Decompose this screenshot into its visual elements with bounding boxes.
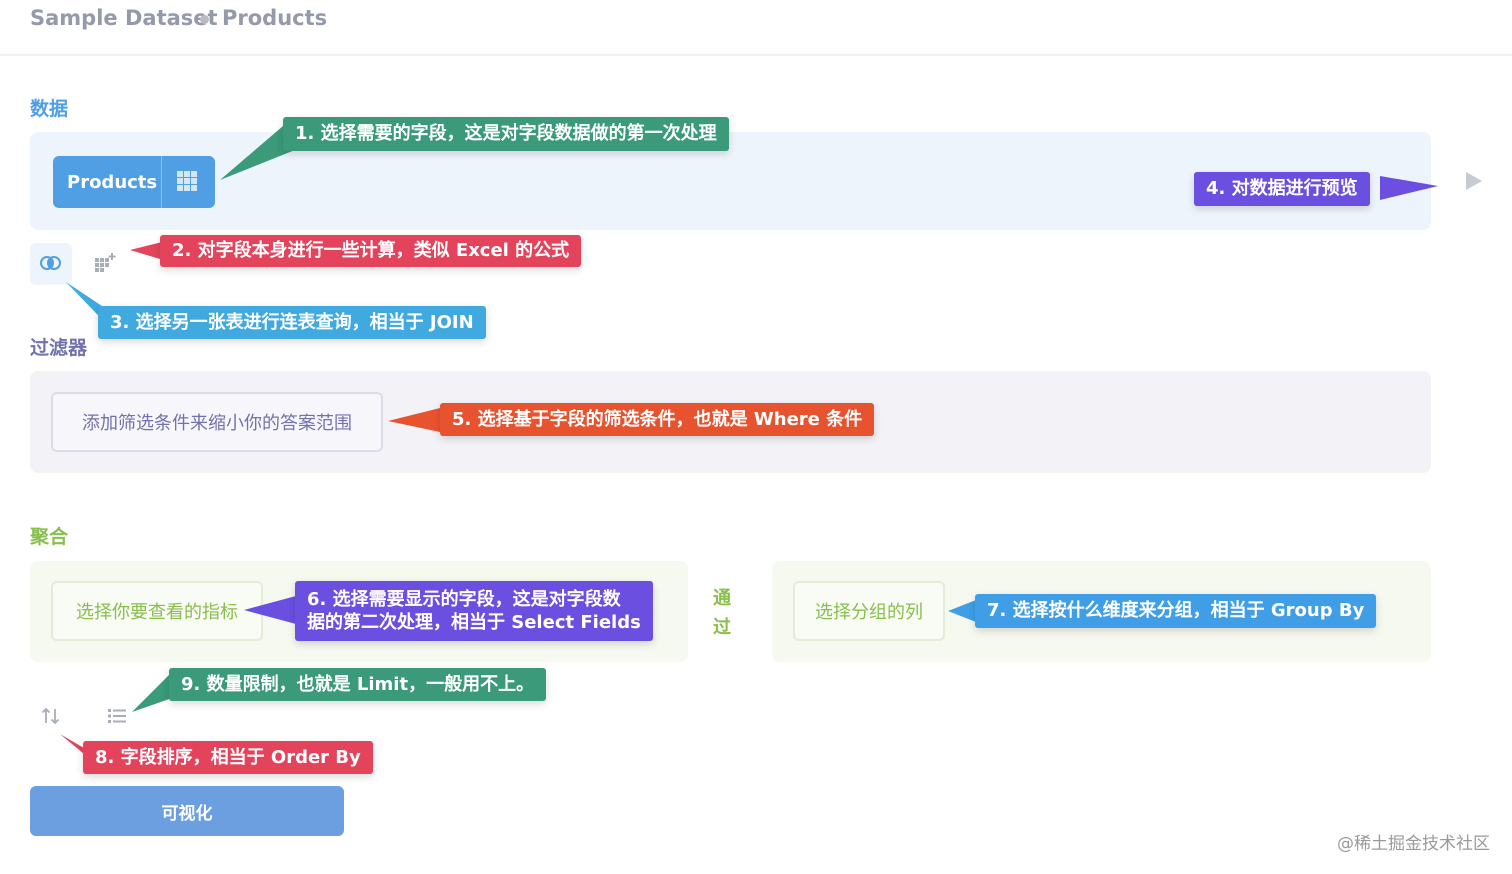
metric-picker[interactable]: 选择你要查看的指标 <box>51 581 263 641</box>
custom-column-icon <box>93 252 117 276</box>
header-bar: Sample Dataset Products <box>0 0 1512 56</box>
filter-add-button[interactable]: 添加筛选条件来缩小你的答案范围 <box>51 392 383 452</box>
custom-column-button[interactable] <box>92 253 118 275</box>
join-data-button[interactable] <box>30 243 72 285</box>
filter-section-title: 过滤器 <box>30 337 88 359</box>
callout-6-line1: 6. 选择需要显示的字段，这是对字段数 <box>307 588 621 610</box>
callout-6-tail <box>244 596 296 624</box>
callout-2: 2. 对字段本身进行一些计算，类似 Excel 的公式 <box>160 235 582 267</box>
callout-4: 4. 对数据进行预览 <box>1194 172 1370 206</box>
callout-6: 6. 选择需要显示的字段，这是对字段数 据的第二次处理，相当于 Select F… <box>295 581 653 641</box>
callout-9-tail <box>132 672 178 712</box>
summarize-section-title: 聚合 <box>30 526 69 548</box>
callout-7: 7. 选择按什么维度来分组，相当于 Group By <box>975 594 1377 628</box>
preview-play-icon[interactable] <box>1464 170 1484 192</box>
sort-icon <box>41 707 61 729</box>
data-table-label: Products <box>67 171 158 193</box>
callout-3: 3. 选择另一张表进行连表查询，相当于 JOIN <box>98 306 486 339</box>
breadcrumb-dataset[interactable]: Sample Dataset <box>30 6 218 30</box>
callout-6-line2: 据的第二次处理，相当于 Select Fields <box>307 612 641 633</box>
table-grid-icon[interactable] <box>177 171 197 196</box>
group-by-picker[interactable]: 选择分组的列 <box>793 581 945 641</box>
breadcrumb-separator <box>200 15 209 24</box>
data-section-title: 数据 <box>30 98 69 120</box>
callout-4-tail <box>1380 176 1438 200</box>
callout-5: 5. 选择基于字段的筛选条件，也就是 Where 条件 <box>440 403 875 436</box>
callout-8: 8. 字段排序，相当于 Order By <box>83 741 373 774</box>
limit-button[interactable] <box>104 707 130 729</box>
callout-7-tail <box>948 600 976 622</box>
group-by-label: 通过 <box>713 588 731 638</box>
sort-button[interactable] <box>38 707 64 729</box>
limit-list-icon <box>108 708 126 728</box>
callout-1-tail <box>220 120 300 180</box>
data-table-picker[interactable]: Products <box>53 156 215 208</box>
watermark: @稀土掘金技术社区 <box>1337 834 1490 854</box>
callout-9: 9. 数量限制，也就是 Limit，一般用不上。 <box>169 668 547 701</box>
breadcrumb-table[interactable]: Products <box>222 6 328 30</box>
pill-divider <box>161 156 162 208</box>
callout-1: 1. 选择需要的字段，这是对字段数据做的第一次处理 <box>283 117 729 151</box>
callout-5-tail <box>388 408 440 432</box>
join-icon <box>40 255 62 274</box>
visualize-button[interactable]: 可视化 <box>30 786 344 836</box>
